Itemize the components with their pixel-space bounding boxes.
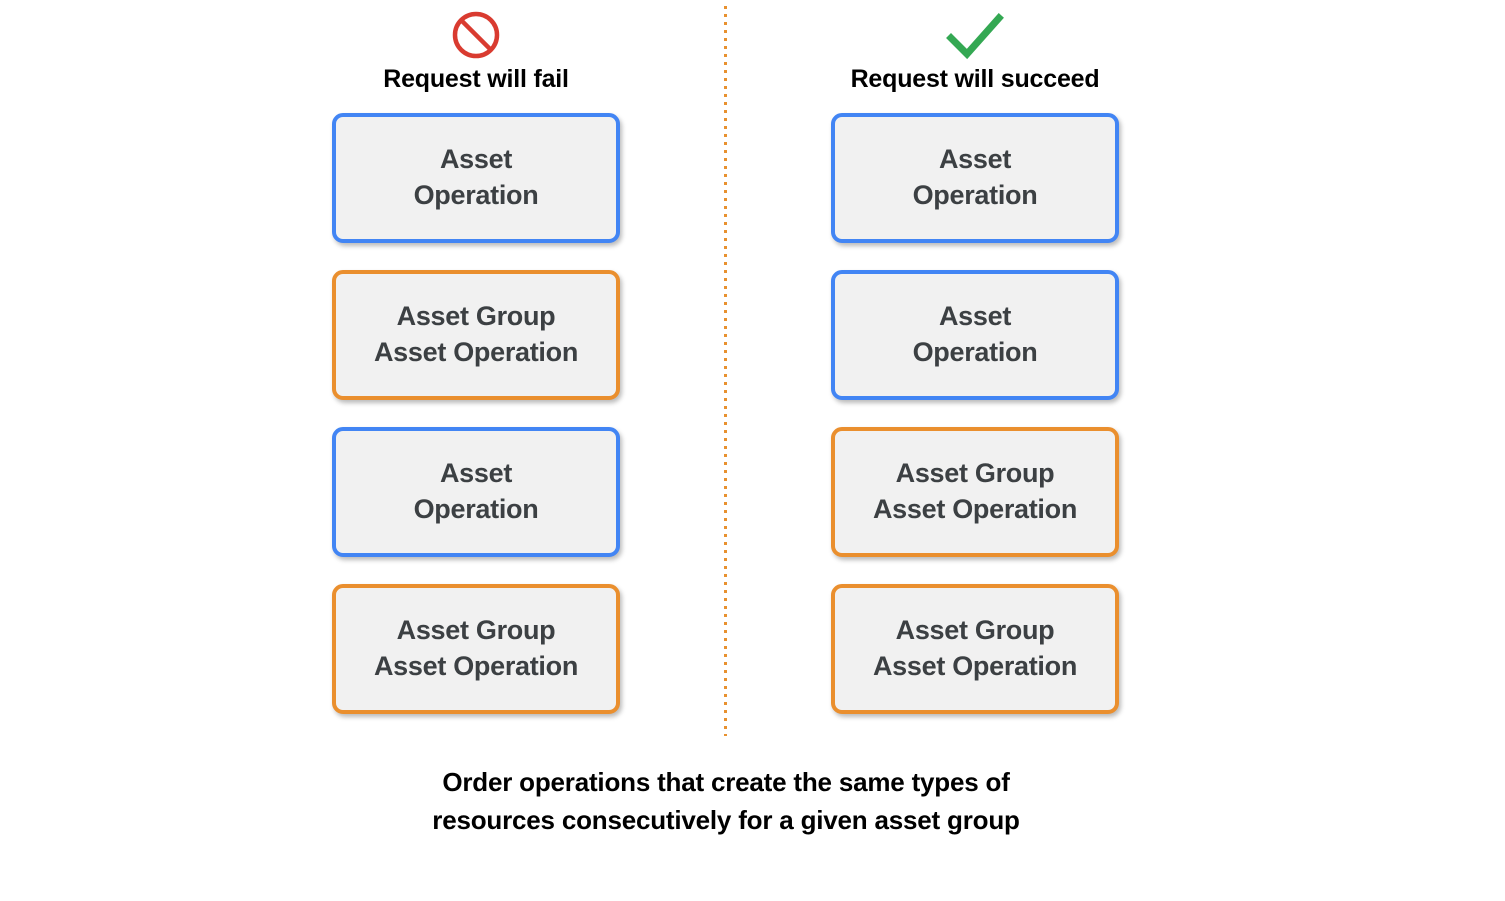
operation-card-text: Asset Group Asset Operation <box>373 615 579 681</box>
operation-card[interactable]: Asset Operation <box>332 113 620 243</box>
operation-card-text: Asset Group Asset Operation <box>373 301 579 367</box>
column-header-label: Request will succeed <box>850 65 1100 93</box>
operation-card[interactable]: Asset Group Asset Operation <box>332 584 620 714</box>
operation-card-text: Asset Group Asset Operation <box>872 458 1078 524</box>
column-divider <box>724 6 727 736</box>
column-header-label: Request will fail <box>383 65 569 93</box>
card-stack-succeed: Asset Operation Asset Operation Asset Gr… <box>831 113 1119 741</box>
diagram-caption: Order operations that create the same ty… <box>432 767 1020 835</box>
operation-card[interactable]: Asset Operation <box>831 270 1119 400</box>
operation-card-text: Asset Operation <box>912 144 1038 210</box>
column-header-fail: Request will fail <box>272 10 680 94</box>
prohibition-icon <box>272 10 680 62</box>
checkmark-icon <box>771 10 1179 62</box>
operation-card[interactable]: Asset Group Asset Operation <box>332 270 620 400</box>
column-header-succeed: Request will succeed <box>771 10 1179 94</box>
operation-card-text: Asset Operation <box>413 144 539 210</box>
card-stack-fail: Asset Operation Asset Group Asset Operat… <box>332 113 620 741</box>
operation-card-text: Asset Operation <box>413 458 539 524</box>
operation-card-text: Asset Group Asset Operation <box>872 615 1078 681</box>
operation-card[interactable]: Asset Group Asset Operation <box>831 427 1119 557</box>
operation-card[interactable]: Asset Operation <box>831 113 1119 243</box>
operation-card[interactable]: Asset Operation <box>332 427 620 557</box>
operation-card-text: Asset Operation <box>912 301 1038 367</box>
operation-card[interactable]: Asset Group Asset Operation <box>831 584 1119 714</box>
